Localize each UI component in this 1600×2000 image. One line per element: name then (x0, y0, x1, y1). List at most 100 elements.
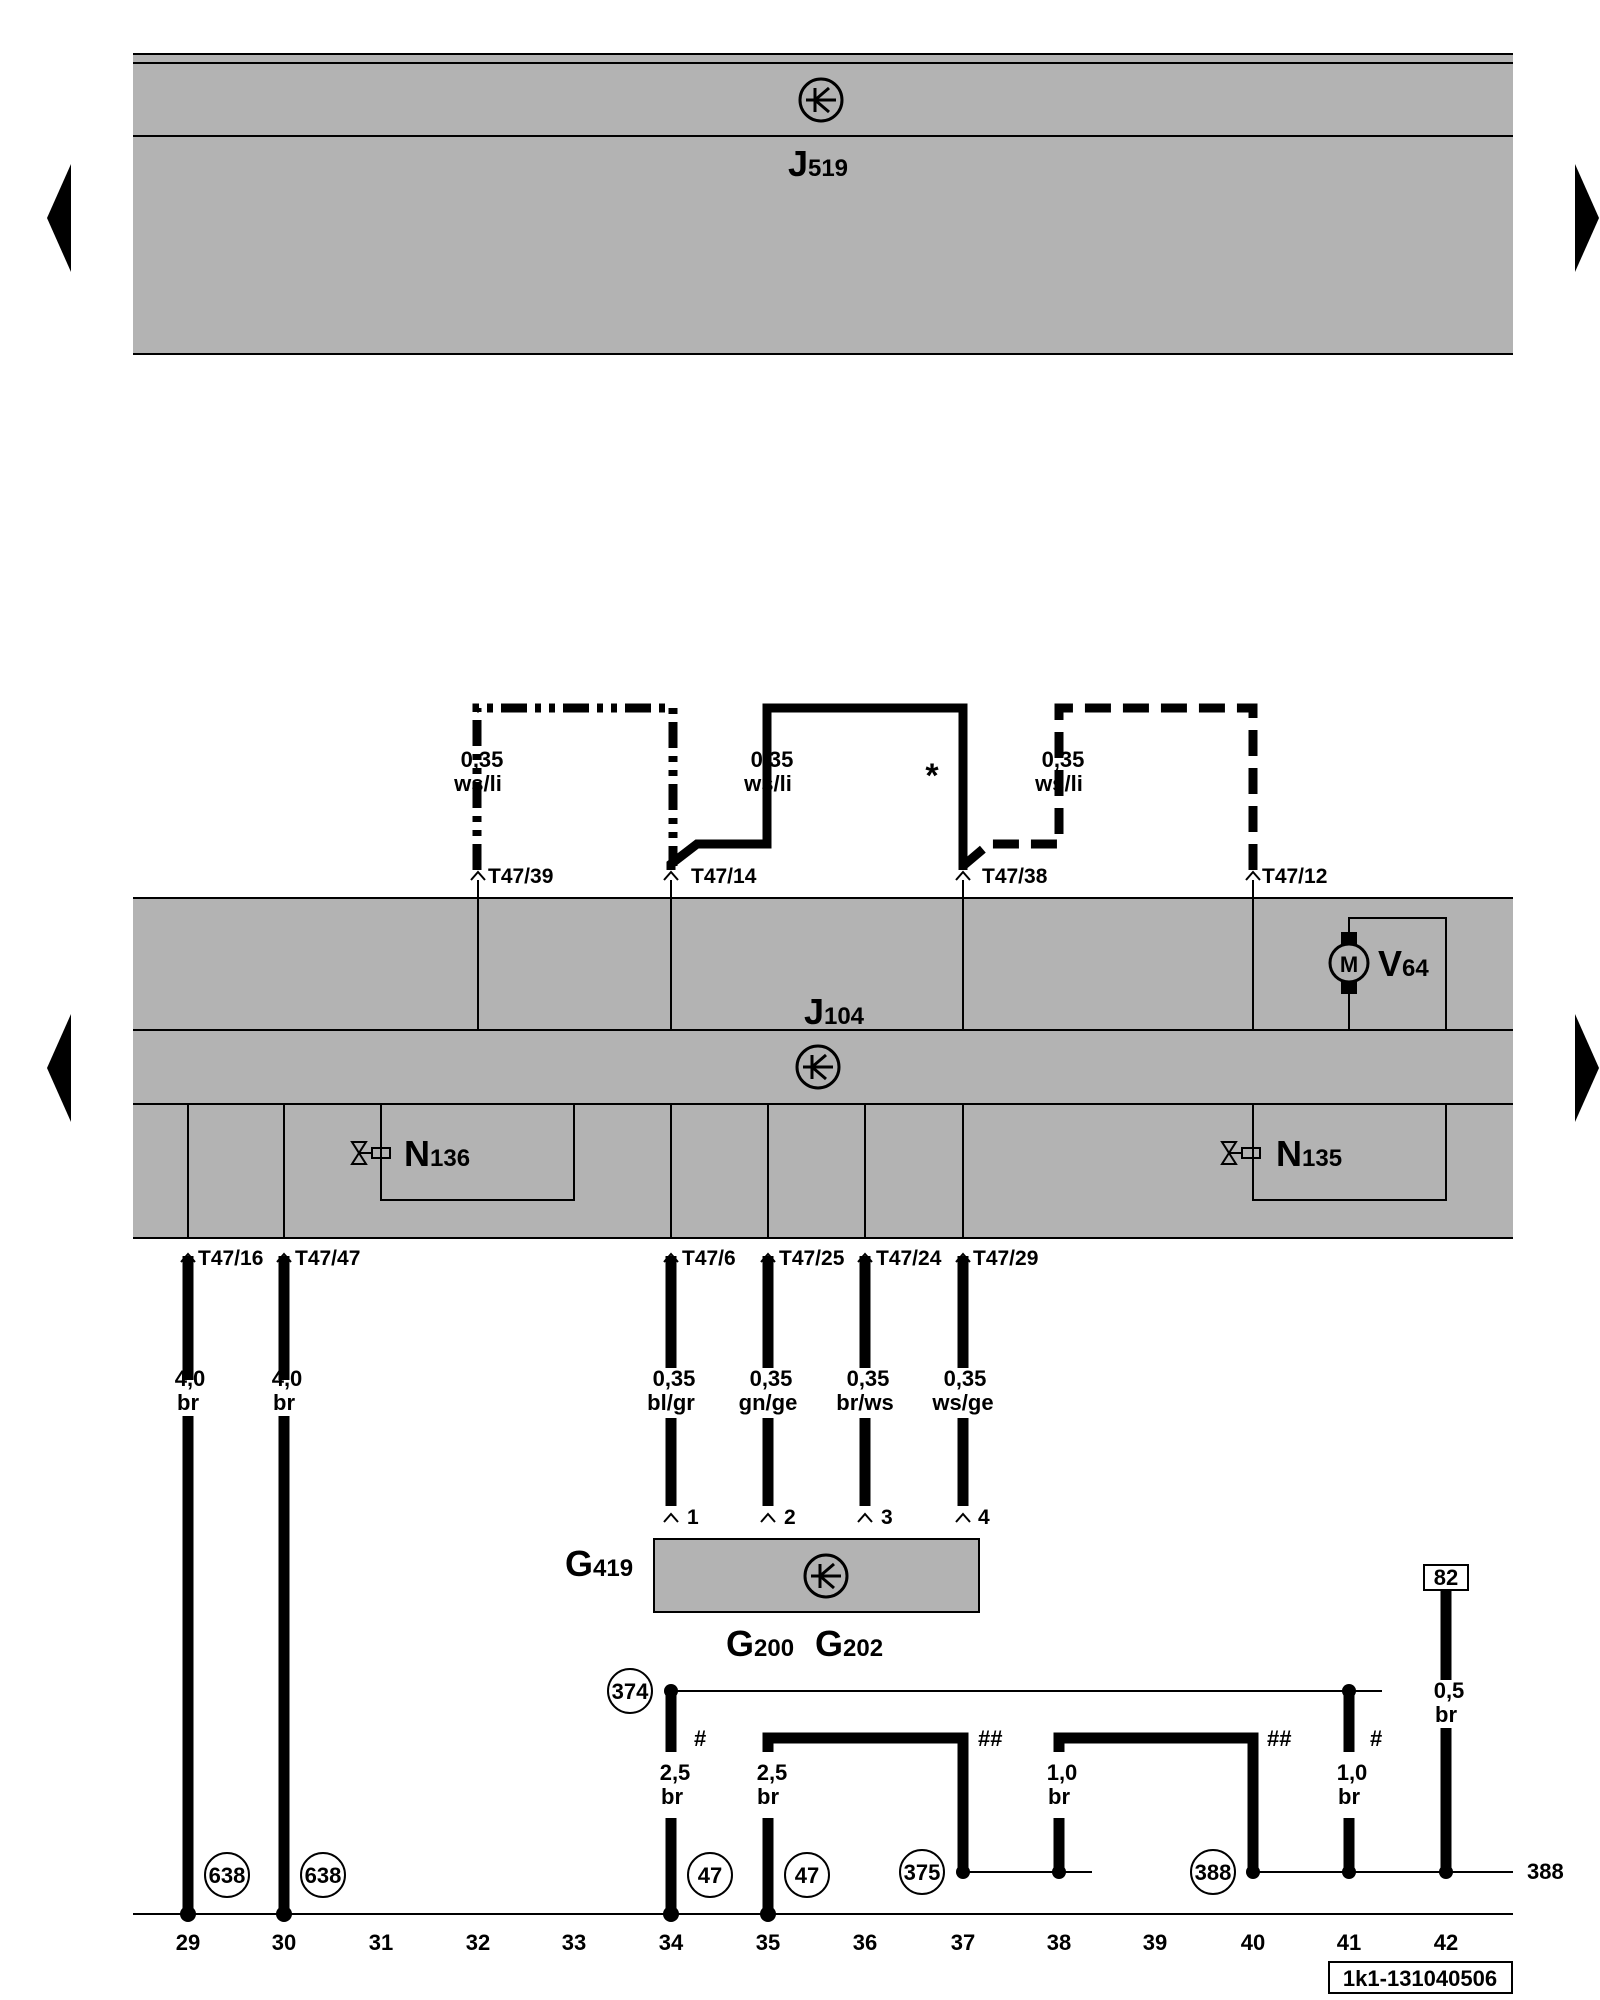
circled-reference: 375 (899, 1849, 945, 1895)
pin-label: T47/38 (982, 865, 1048, 888)
column-number: 42 (1434, 1930, 1458, 1955)
wire-size-label: 4,0 (272, 1366, 303, 1391)
bottom-wiring (180, 1252, 971, 1914)
g200-label: G200 (726, 1623, 794, 1664)
connector-pins-top (470, 870, 1261, 881)
arrow-left-icon[interactable] (47, 1014, 71, 1122)
reference-388-label: 388 (1527, 1859, 1564, 1884)
circled-reference: 47 (687, 1852, 733, 1898)
ground-terminal (180, 1906, 196, 1922)
star-note: * (925, 757, 939, 795)
arrow-left-icon[interactable] (47, 164, 71, 272)
wire-size-label: 0,35 (653, 1366, 696, 1391)
column-number: 39 (1143, 1930, 1167, 1955)
sensor-pin-label: 2 (784, 1506, 796, 1529)
wire-size-label: 1,0 (1337, 1760, 1368, 1785)
svg-text:47: 47 (795, 1863, 819, 1888)
valve-icon (350, 1141, 391, 1165)
g419-sensor (653, 1538, 980, 1613)
svg-text:47: 47 (698, 1863, 722, 1888)
valve-icon (1220, 1141, 1261, 1165)
svg-text:638: 638 (305, 1863, 342, 1888)
pin-label: T47/47 (295, 1247, 360, 1270)
j519-label: J519 (788, 143, 848, 184)
wire-note-mark: ## (1267, 1726, 1291, 1751)
column-number: 35 (756, 1930, 780, 1955)
pin-label: T47/25 (779, 1247, 845, 1270)
document-id: 1k1-131040506 (1328, 1961, 1513, 1994)
sensor-pin-label: 3 (881, 1506, 893, 1529)
pin-label: T47/29 (973, 1247, 1038, 1270)
g419-label: G419 (565, 1543, 633, 1584)
column-number: 40 (1241, 1930, 1265, 1955)
wire-color-label: ws/li (743, 771, 792, 796)
pin-label: T47/12 (1262, 865, 1327, 888)
svg-text:638: 638 (209, 1863, 246, 1888)
pin-label: T47/6 (682, 1247, 736, 1270)
wire-size-label: 0,35 (750, 1366, 793, 1391)
ground-wiring (664, 1590, 1513, 1914)
wire-size-label: 4,0 (175, 1366, 206, 1391)
circled-reference: 388 (1190, 1849, 1236, 1895)
ground-terminal (276, 1906, 292, 1922)
electronics-symbol-icon (798, 77, 844, 123)
svg-text:M: M (1340, 952, 1358, 977)
wire-color-label: br (1435, 1702, 1457, 1727)
column-number: 36 (853, 1930, 877, 1955)
wire-color-label: ws/li (453, 771, 502, 796)
ground-terminal (663, 1906, 679, 1922)
sensor-pin-label: 1 (687, 1506, 699, 1529)
column-number: 33 (562, 1930, 586, 1955)
j519-control-unit: J519 (133, 53, 1513, 355)
wire-size-label: 0,35 (944, 1366, 987, 1391)
top-wiring (472, 703, 1258, 870)
circled-reference: 374 (607, 1668, 653, 1714)
column-number: 29 (176, 1930, 200, 1955)
wire-color-label: br (273, 1390, 295, 1415)
j104-label: J104 (804, 991, 865, 1032)
wire-size-label: 1,0 (1047, 1760, 1078, 1785)
column-number: 41 (1337, 1930, 1361, 1955)
wire-color-label: bl/gr (647, 1390, 695, 1415)
g202-label: G202 (815, 1623, 883, 1664)
column-number: 37 (951, 1930, 975, 1955)
svg-text:388: 388 (1195, 1860, 1232, 1885)
wire-note-mark: # (694, 1726, 706, 1751)
column-number: 30 (272, 1930, 296, 1955)
circled-reference: 638 (204, 1852, 250, 1898)
ground-terminal (760, 1906, 776, 1922)
wire-size-label: 0,5 (1434, 1678, 1465, 1703)
pin-label: T47/24 (876, 1247, 942, 1270)
box-reference: 82 (1423, 1564, 1469, 1591)
wire-color-label: br (177, 1390, 199, 1415)
column-number: 34 (659, 1930, 684, 1955)
arrow-right-icon[interactable] (1575, 1014, 1599, 1122)
wire-size-label: 2,5 (757, 1760, 788, 1785)
svg-text:374: 374 (612, 1679, 649, 1704)
v64-label: V64 (1378, 943, 1429, 984)
pin-label: T47/14 (691, 865, 757, 888)
n135-label: N135 (1276, 1133, 1342, 1174)
wire-note-mark: ## (978, 1726, 1002, 1751)
wire-size-label: 0,35 (1042, 747, 1085, 772)
motor-icon: M (1328, 932, 1370, 994)
column-numbers: 29 30 31 32 33 34 35 36 37 38 39 40 41 4… (176, 1930, 1458, 1955)
svg-text:1k1-131040506: 1k1-131040506 (1343, 1966, 1497, 1991)
wire-color-label: ws/ge (931, 1390, 993, 1415)
wire-size-label: 0,35 (847, 1366, 890, 1391)
pin-label: T47/39 (488, 865, 553, 888)
n136-label: N136 (404, 1133, 470, 1174)
wire-size-label: 0,35 (751, 747, 794, 772)
arrow-right-icon[interactable] (1575, 164, 1599, 272)
pin-label: T47/16 (198, 1247, 263, 1270)
circled-reference: 47 (784, 1852, 830, 1898)
wire-note-mark: # (1370, 1726, 1382, 1751)
wire-color-label: br (1338, 1784, 1360, 1809)
wire-color-label: br (757, 1784, 779, 1809)
wire-color-label: ws/li (1034, 771, 1083, 796)
sensor-pin-label: 4 (978, 1506, 990, 1529)
wire-color-label: gn/ge (739, 1390, 798, 1415)
column-number: 31 (369, 1930, 393, 1955)
wire-size-label: 0,35 (461, 747, 504, 772)
